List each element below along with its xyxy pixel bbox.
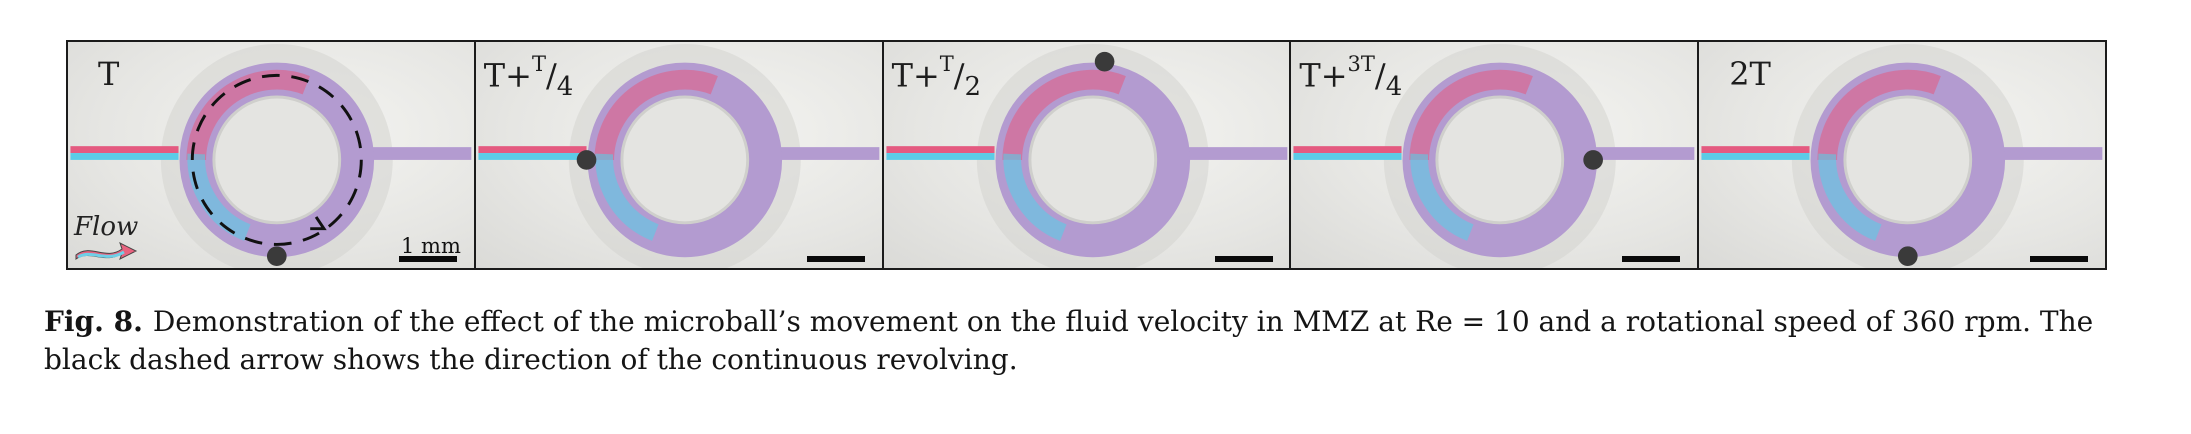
time-label: T+3T/4 [1299,52,1403,102]
ring-cyan-stream [1410,153,1475,241]
outlet-channel [1588,147,1695,160]
figure-caption: Fig. 8.Demonstration of the effect of th… [44,303,2154,379]
caption-text: Demonstration of the effect of the micro… [44,305,2094,376]
time-label: T [98,55,120,93]
inner-island [1435,95,1565,225]
outlet-channel [1180,147,1287,160]
inlet-channel-red [886,146,995,154]
inner-island [1843,95,1973,225]
outlet-channel [365,147,472,160]
microchannel-image [1701,44,2103,268]
scale-bar [1214,256,1273,262]
microball [1094,51,1115,72]
panel-t: T Flow 1 mm [68,42,474,268]
microball [576,150,597,170]
inner-island [1028,95,1157,225]
inlet-channel-cyan [1293,153,1402,160]
ring-cyan-stream [595,153,659,241]
time-label: 2T [1729,55,1771,93]
panel-2t: 2T [1697,42,2105,268]
inlet-channel-red [478,146,587,154]
ring-cyan-stream [187,153,251,241]
outlet-channel [773,147,880,160]
panel-t-plus-three-quarter: T+3T/4 [1289,42,1698,268]
inlet-channel-red [1701,146,1810,154]
inner-island [620,95,749,225]
inlet-channel-cyan [886,153,995,160]
ring-cyan-stream [1818,153,1883,241]
ring-red-stream [186,69,310,161]
microchannel-image [478,44,880,268]
inlet-channel-cyan [478,153,587,160]
ring-red-stream [1409,69,1534,161]
microchannel-image [886,44,1287,268]
ring-red-stream [594,69,718,161]
arrow-head-icon [310,216,327,231]
time-label: T+T/4 [483,52,574,102]
flow-arrow-icon [75,242,138,260]
panel-t-plus-quarter: T+T/4 [473,42,882,268]
scale-bar [399,256,457,262]
ring-red-stream [1817,69,1942,161]
figure-strip: T Flow 1 mm T+T/4 T+T/2 T+3T/4 2T [66,40,2107,270]
inlet-channel-cyan [70,153,179,160]
ring-cyan-stream [1002,153,1067,241]
ring-red-stream [1001,69,1126,161]
panel-t-plus-half: T+T/2 [881,42,1290,268]
outlet-channel [1996,147,2103,160]
microball [266,246,287,267]
figure-number: Fig. 8. [44,305,143,338]
inlet-channel-red [70,146,179,154]
flow-label: Flow [74,212,139,242]
scale-label: 1 mm [401,234,461,258]
scale-bar [1622,256,1681,262]
scale-bar [806,256,865,262]
inner-island [212,95,342,225]
microball [1583,150,1604,170]
scale-bar [2030,256,2089,262]
dashed-rotation-arrow [190,73,363,246]
microchannel-image [1293,44,1695,268]
microball [1898,246,1918,267]
inlet-channel-red [1293,146,1402,154]
inlet-channel-cyan [1701,153,1810,160]
microchannel-image [70,44,472,268]
time-label: T+T/2 [891,52,982,102]
